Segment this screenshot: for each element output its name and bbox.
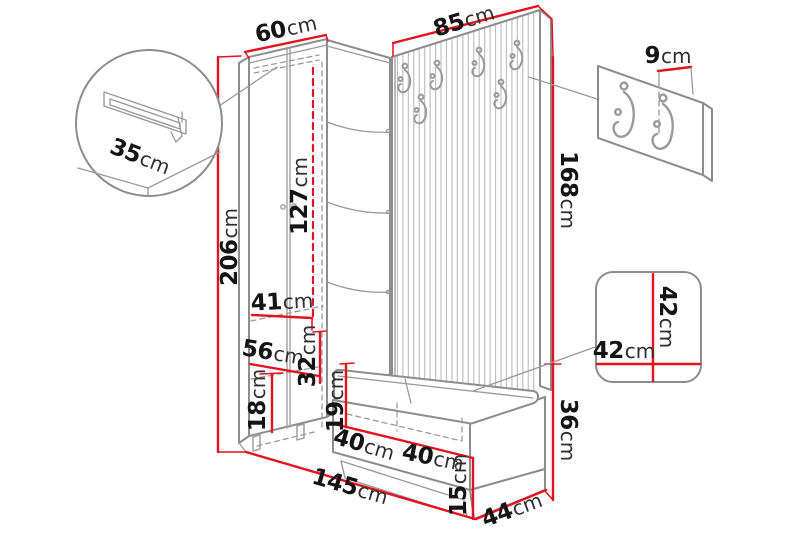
coat-hook-icon (653, 119, 662, 128)
inset-shelf-edge (77, 167, 149, 189)
dim-shelf-height: 32cm (295, 325, 321, 388)
dim-wardrobe-width: 60cm (253, 10, 320, 48)
coat-hook-icon (651, 102, 674, 150)
dim-panel-width: 85cm (430, 0, 497, 43)
dim-hanging-height: 127cm (287, 157, 313, 235)
cushion-square (595, 271, 702, 383)
cushion-button (385, 209, 391, 215)
shelf-dashed (250, 366, 319, 380)
dim-panel-height: 168cm (555, 151, 581, 229)
dim-upper-shelf-width: 41cm (250, 287, 314, 316)
dim-base-space-height: 18cm (245, 369, 271, 432)
slat-lines (396, 12, 535, 403)
bench-seat-cushions (333, 369, 539, 425)
dim-tick (690, 67, 694, 95)
panel-right-side (539, 9, 552, 391)
floor-edge (238, 442, 247, 453)
coat-hook-icon (614, 107, 623, 116)
inset-seat-cushion (472, 271, 702, 392)
leader-line (218, 66, 278, 107)
coat-hooks (397, 39, 524, 125)
cushion-seam (404, 378, 412, 404)
hanging-rail-dashed (253, 54, 320, 69)
corner-padded-panel (326, 39, 391, 418)
door-handle (280, 204, 286, 210)
wardrobe (238, 38, 328, 453)
leader-line (472, 346, 596, 392)
dim-compartment-width-b: 40cm (400, 439, 466, 476)
dim-bench-height: 36cm (555, 399, 581, 462)
inset-circle (75, 49, 223, 197)
dim-bench-inner-height: 19cm (323, 370, 349, 433)
dim-lower-shelf-width: 56cm (240, 335, 306, 370)
door-handle (291, 203, 297, 209)
leader-line (528, 76, 598, 100)
inset-hooks (612, 81, 674, 150)
inset-hook-panel (528, 65, 713, 182)
slat-panel (391, 9, 552, 403)
plinth-dashed (256, 431, 315, 447)
coat-hook-icon (612, 90, 635, 138)
dim-seat-size-vertical: 42cm (654, 286, 680, 349)
cushion-button (385, 128, 391, 134)
hanging-rail-dashed (253, 59, 320, 74)
panel-top-edge (391, 9, 541, 58)
bench (332, 369, 546, 520)
coat-hook-icon (658, 93, 668, 103)
coat-hook-icon (429, 59, 444, 91)
padded-panel-top-edge (326, 45, 391, 64)
bench-interior-dashed (346, 413, 463, 442)
cushion-seam (326, 121, 391, 133)
dim-total-height: 206cm (217, 208, 243, 286)
wardrobe-leg (252, 434, 261, 452)
inset-shelf-edge (147, 151, 221, 189)
cushion-seam (326, 281, 391, 293)
cushion-piping (337, 375, 534, 399)
dim-hook-offset: 9cm (645, 43, 692, 69)
wardrobe-leg (296, 423, 305, 441)
hook-panel-face (597, 65, 704, 176)
rail-bracket (170, 117, 183, 144)
hook-panel-side (702, 102, 713, 182)
wardrobe-top-edge (248, 44, 328, 64)
coat-hook-icon (619, 81, 629, 91)
cushion-seam (326, 201, 391, 214)
inset-rail-detail (75, 49, 278, 197)
padded-panel-face (326, 39, 391, 418)
dim-seat-size-horizontal: 42cm (593, 338, 656, 364)
cushion-button (385, 289, 391, 295)
shelf-dashed (250, 305, 324, 322)
dim-plinth-height: 15cm (446, 454, 472, 517)
